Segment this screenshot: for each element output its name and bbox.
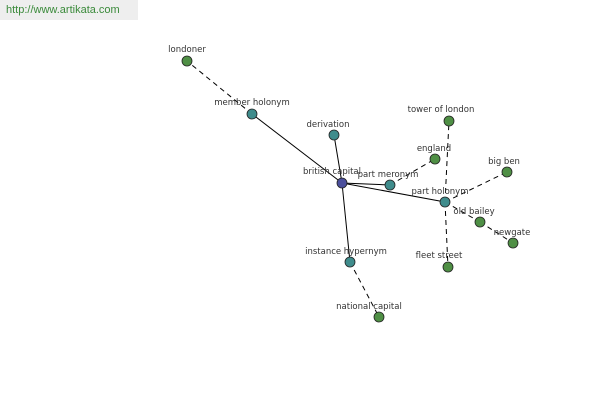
edge-part-holonym-to-old-bailey — [444, 201, 481, 223]
node-label-national-capital[interactable]: national capital — [336, 302, 402, 312]
node-part-meronym[interactable] — [384, 179, 396, 191]
edge-british-capital-to-instance-hypernym — [341, 182, 351, 263]
edges-layer — [186, 60, 514, 318]
node-label-british-capital[interactable]: british capital — [303, 167, 361, 177]
node-derivation[interactable] — [328, 129, 340, 141]
node-national-capital[interactable] — [373, 311, 385, 323]
node-old-bailey[interactable] — [474, 216, 486, 228]
edge-british-capital-to-part-holonym — [341, 182, 446, 203]
node-fleet-street[interactable] — [442, 261, 454, 273]
node-tower-of-london[interactable] — [443, 115, 455, 127]
node-label-old-bailey[interactable]: old bailey — [453, 207, 494, 217]
node-instance-hypernym[interactable] — [344, 256, 356, 268]
node-newgate[interactable] — [507, 237, 519, 249]
edge-british-capital-to-member-holonym — [251, 113, 343, 184]
labels-layer: british capital member holonym londoner der… — [168, 45, 530, 312]
node-label-member-holonym[interactable]: member holonym — [214, 98, 289, 108]
edge-instance-hypernym-to-national-capital — [349, 261, 380, 318]
node-label-fleet-street[interactable]: fleet street — [416, 251, 463, 261]
node-label-big-ben[interactable]: big ben — [488, 157, 520, 167]
node-label-newgate[interactable]: newgate — [494, 228, 531, 238]
node-label-england[interactable]: england — [417, 144, 451, 154]
edge-british-capital-to-part-meronym — [341, 182, 391, 186]
nodes-layer — [181, 55, 519, 323]
node-londoner[interactable] — [181, 55, 193, 67]
node-british-capital[interactable] — [336, 177, 348, 189]
edge-part-holonym-to-big-ben — [444, 171, 508, 203]
edge-part-holonym-to-tower-of-london — [444, 120, 450, 203]
node-england[interactable] — [429, 153, 441, 165]
node-part-holonym[interactable] — [439, 196, 451, 208]
node-label-instance-hypernym[interactable]: instance hypernym — [305, 247, 387, 257]
edge-member-holonym-to-londoner — [186, 60, 253, 115]
node-label-tower-of-london[interactable]: tower of london — [408, 105, 475, 115]
node-label-part-holonym[interactable]: part holonym — [412, 187, 469, 197]
node-label-londoner[interactable]: londoner — [168, 45, 206, 55]
node-big-ben[interactable] — [501, 166, 513, 178]
edge-old-bailey-to-newgate — [479, 221, 514, 244]
node-label-part-meronym[interactable]: part meronym — [358, 170, 419, 180]
source-url-banner[interactable]: http://www.artikata.com — [0, 0, 138, 20]
edge-british-capital-to-derivation — [333, 134, 343, 184]
node-label-derivation[interactable]: derivation — [306, 120, 349, 130]
node-member-holonym[interactable] — [246, 108, 258, 120]
edge-part-holonym-to-fleet-street — [444, 201, 449, 268]
